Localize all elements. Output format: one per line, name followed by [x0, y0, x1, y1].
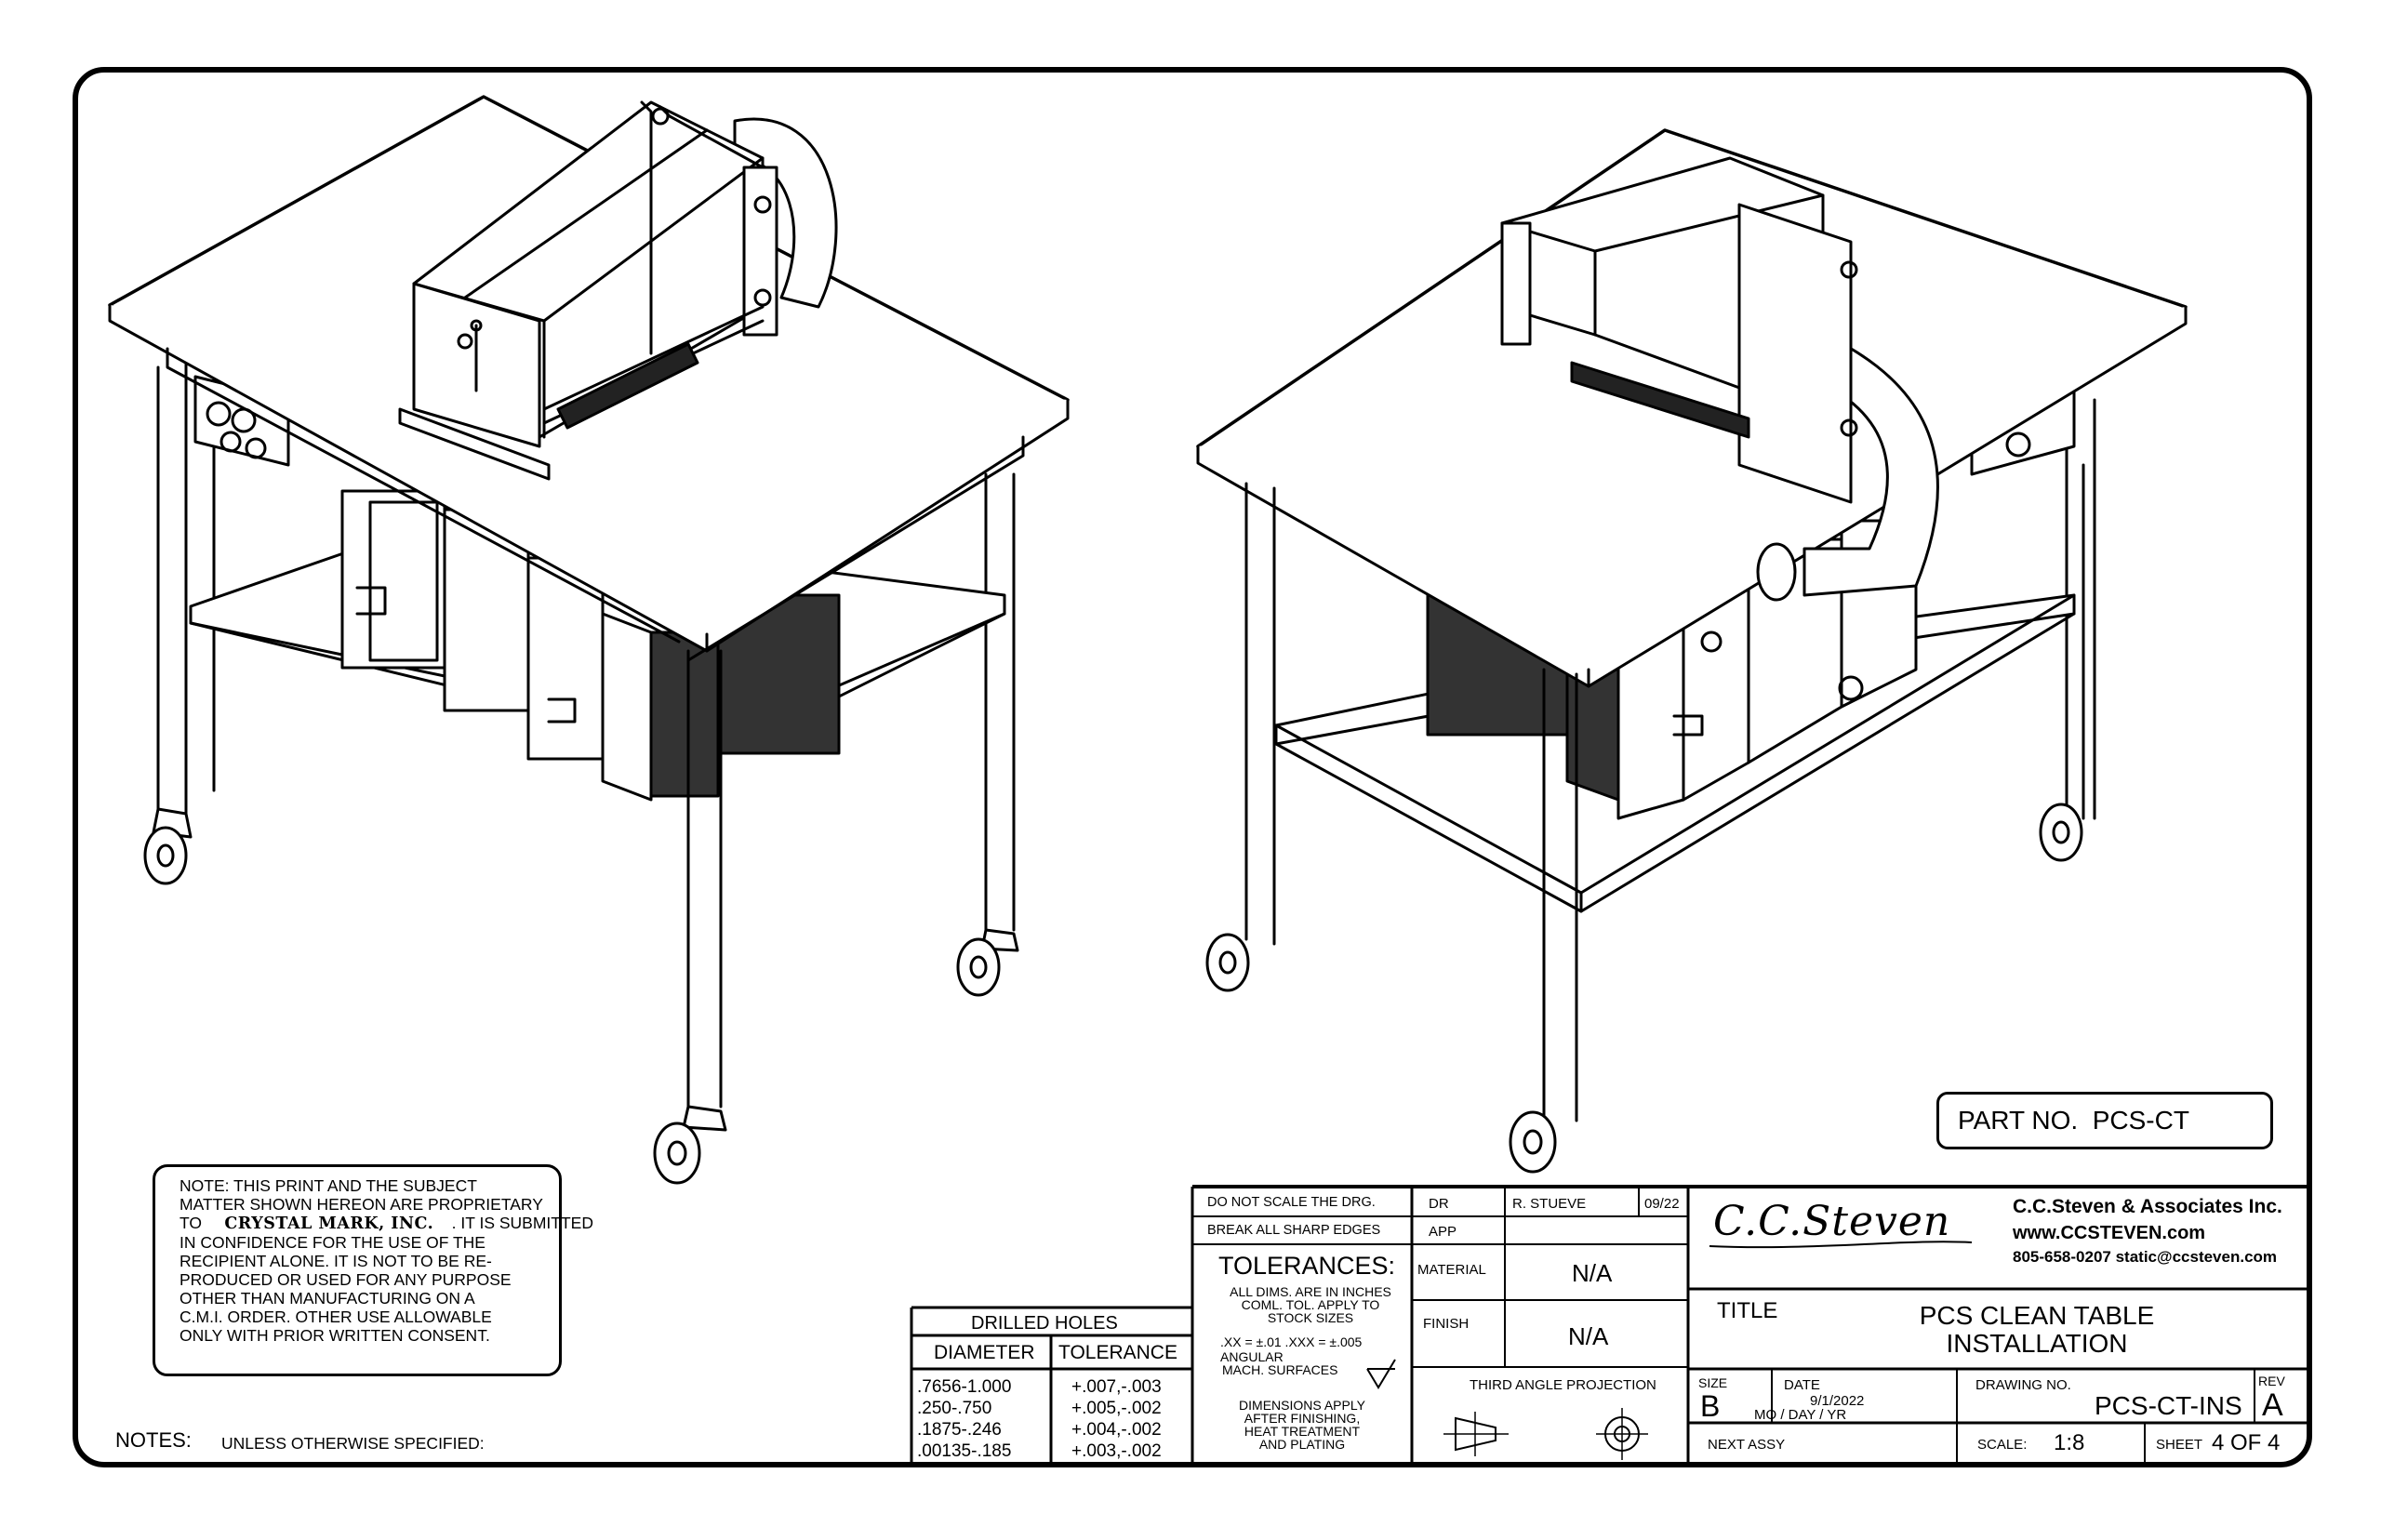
diameter-cell: .1875-.246 — [917, 1420, 1002, 1440]
next-assembly-label: NEXT ASSY — [1708, 1437, 1786, 1453]
part-number-box: PART NO. PCS-CT — [1936, 1092, 2273, 1149]
tolerance-decimals: .XX = ±.01 .XXX = ±.005 — [1220, 1334, 1363, 1349]
break-edges-note: BREAK ALL SHARP EDGES — [1207, 1223, 1381, 1238]
dimensions-line: HEAT TREATMENT — [1244, 1424, 1361, 1439]
right-table-illustration — [1196, 128, 2188, 1174]
drawn-by-name: R. STUEVE — [1512, 1196, 1587, 1212]
title-label: TITLE — [1717, 1298, 1778, 1323]
revision-label: REV — [2258, 1374, 2285, 1388]
scale-value: 1:8 — [2054, 1430, 2085, 1455]
material-label: MATERIAL — [1417, 1262, 1486, 1278]
tolerances-title: TOLERANCES: — [1218, 1252, 1396, 1280]
sheet-value: 4 OF 4 — [2212, 1430, 2281, 1455]
size-label: SIZE — [1698, 1375, 1728, 1390]
proprietary-note: NOTE: THIS PRINT AND THE SUBJECT MATTER … — [153, 1164, 593, 1376]
date-format: MO / DAY / YR — [1754, 1407, 1847, 1423]
material-value: N/A — [1572, 1259, 1613, 1287]
size-value: B — [1700, 1389, 1721, 1423]
note-line: PRODUCED OR USED FOR ANY PURPOSE — [180, 1270, 512, 1289]
tolerance-cell: +.004,-.002 — [1071, 1420, 1162, 1440]
company-name: C.C.Steven & Associates Inc. — [2013, 1196, 2282, 1217]
col-diameter: DIAMETER — [934, 1342, 1035, 1363]
diameter-cell: .00135-.185 — [917, 1441, 1012, 1461]
company-logo: C.C.Steven — [1713, 1198, 1951, 1245]
revision-value: A — [2262, 1387, 2283, 1423]
notes-sub: UNLESS OTHERWISE SPECIFIED: — [221, 1434, 485, 1453]
date-value: 9/1/2022 — [1810, 1393, 1865, 1409]
tolerance-cell: +.003,-.002 — [1071, 1441, 1162, 1461]
notes-label: NOTES: — [115, 1428, 192, 1452]
drawing-title-line1: PCS CLEAN TABLE — [1919, 1301, 2155, 1330]
tolerance-angular: ANGULAR — [1220, 1349, 1284, 1364]
drawing-number-label: DRAWING NO. — [1975, 1377, 2071, 1393]
note-line: RECIPIENT ALONE. IT IS NOT TO BE RE- — [180, 1252, 492, 1270]
tolerance-line: ALL DIMS. ARE IN INCHES — [1230, 1284, 1391, 1299]
company-name-stamp: CRYSTAL MARK, INC. — [224, 1215, 434, 1233]
drawing-number-value: PCS-CT-INS — [2095, 1391, 2242, 1420]
tolerance-line: COML. TOL. APPLY TO — [1241, 1297, 1380, 1312]
note-line: TO CRYSTAL MARK, INC. . IT IS SUBMITTED — [180, 1214, 593, 1233]
diameter-cell: .250-.750 — [917, 1399, 992, 1418]
note-line-suffix: . IT IS SUBMITTED — [451, 1214, 593, 1232]
scale-label: SCALE: — [1977, 1437, 2028, 1453]
note-line: MATTER SHOWN HEREON ARE PROPRIETARY — [180, 1195, 543, 1214]
drawing-title: PCS CLEAN TABLE INSTALLATION — [1786, 1302, 2288, 1358]
col-tolerance: TOLERANCE — [1058, 1342, 1177, 1363]
dimensions-note: DIMENSIONS APPLY AFTER FINISHING, HEAT T… — [1209, 1399, 1395, 1451]
note-line-prefix: TO — [180, 1214, 202, 1232]
note-line: OTHER THAN MANUFACTURING ON A — [180, 1289, 475, 1308]
note-line: NOTE: THIS PRINT AND THE SUBJECT — [180, 1176, 477, 1195]
drawn-by-label: DR — [1429, 1196, 1449, 1212]
finish-value: N/A — [1568, 1322, 1609, 1350]
tolerance-mach-surfaces: MACH. SURFACES — [1222, 1362, 1338, 1377]
dimensions-line: AFTER FINISHING, — [1244, 1411, 1361, 1426]
finish-label: FINISH — [1423, 1316, 1470, 1332]
part-number-label: PART NO. — [1958, 1106, 2079, 1135]
tolerances-block: ALL DIMS. ARE IN INCHES COML. TOL. APPLY… — [1213, 1285, 1408, 1324]
diameter-column: .7656-1.000 .250-.750 .1875-.246 .00135-… — [917, 1376, 1011, 1462]
tolerance-line: STOCK SIZES — [1267, 1310, 1354, 1325]
part-number-value: PCS-CT — [2092, 1106, 2189, 1135]
do-not-scale-note: DO NOT SCALE THE DRG. — [1207, 1195, 1376, 1210]
approved-label: APP — [1429, 1224, 1457, 1240]
sheet-label: SHEET — [2156, 1437, 2203, 1453]
note-line: ONLY WITH PRIOR WRITTEN CONSENT. — [180, 1326, 490, 1345]
dimensions-line: AND PLATING — [1258, 1437, 1346, 1452]
note-line: IN CONFIDENCE FOR THE USE OF THE — [180, 1233, 486, 1252]
tolerance-cell: +.007,-.003 — [1071, 1377, 1162, 1397]
diameter-cell: .7656-1.000 — [917, 1377, 1012, 1397]
tolerance-cell: +.005,-.002 — [1071, 1399, 1162, 1418]
left-table-illustration — [108, 95, 1070, 1185]
company-website: www.CCSTEVEN.com — [2013, 1223, 2206, 1243]
drilled-holes-title: DRILLED HOLES — [971, 1313, 1118, 1334]
note-line: C.M.I. ORDER. OTHER USE ALLOWABLE — [180, 1308, 492, 1326]
company-contact: 805-658-0207 static@ccsteven.com — [2013, 1248, 2278, 1266]
date-label: DATE — [1784, 1377, 1820, 1393]
tolerance-column: +.007,-.003 +.005,-.002 +.004,-.002 +.00… — [1071, 1376, 1162, 1462]
dimensions-line: DIMENSIONS APPLY — [1239, 1398, 1365, 1413]
projection-label: THIRD ANGLE PROJECTION — [1470, 1377, 1656, 1393]
drawn-date: 09/22 — [1644, 1196, 1680, 1212]
drawing-title-line2: INSTALLATION — [1946, 1329, 2128, 1358]
